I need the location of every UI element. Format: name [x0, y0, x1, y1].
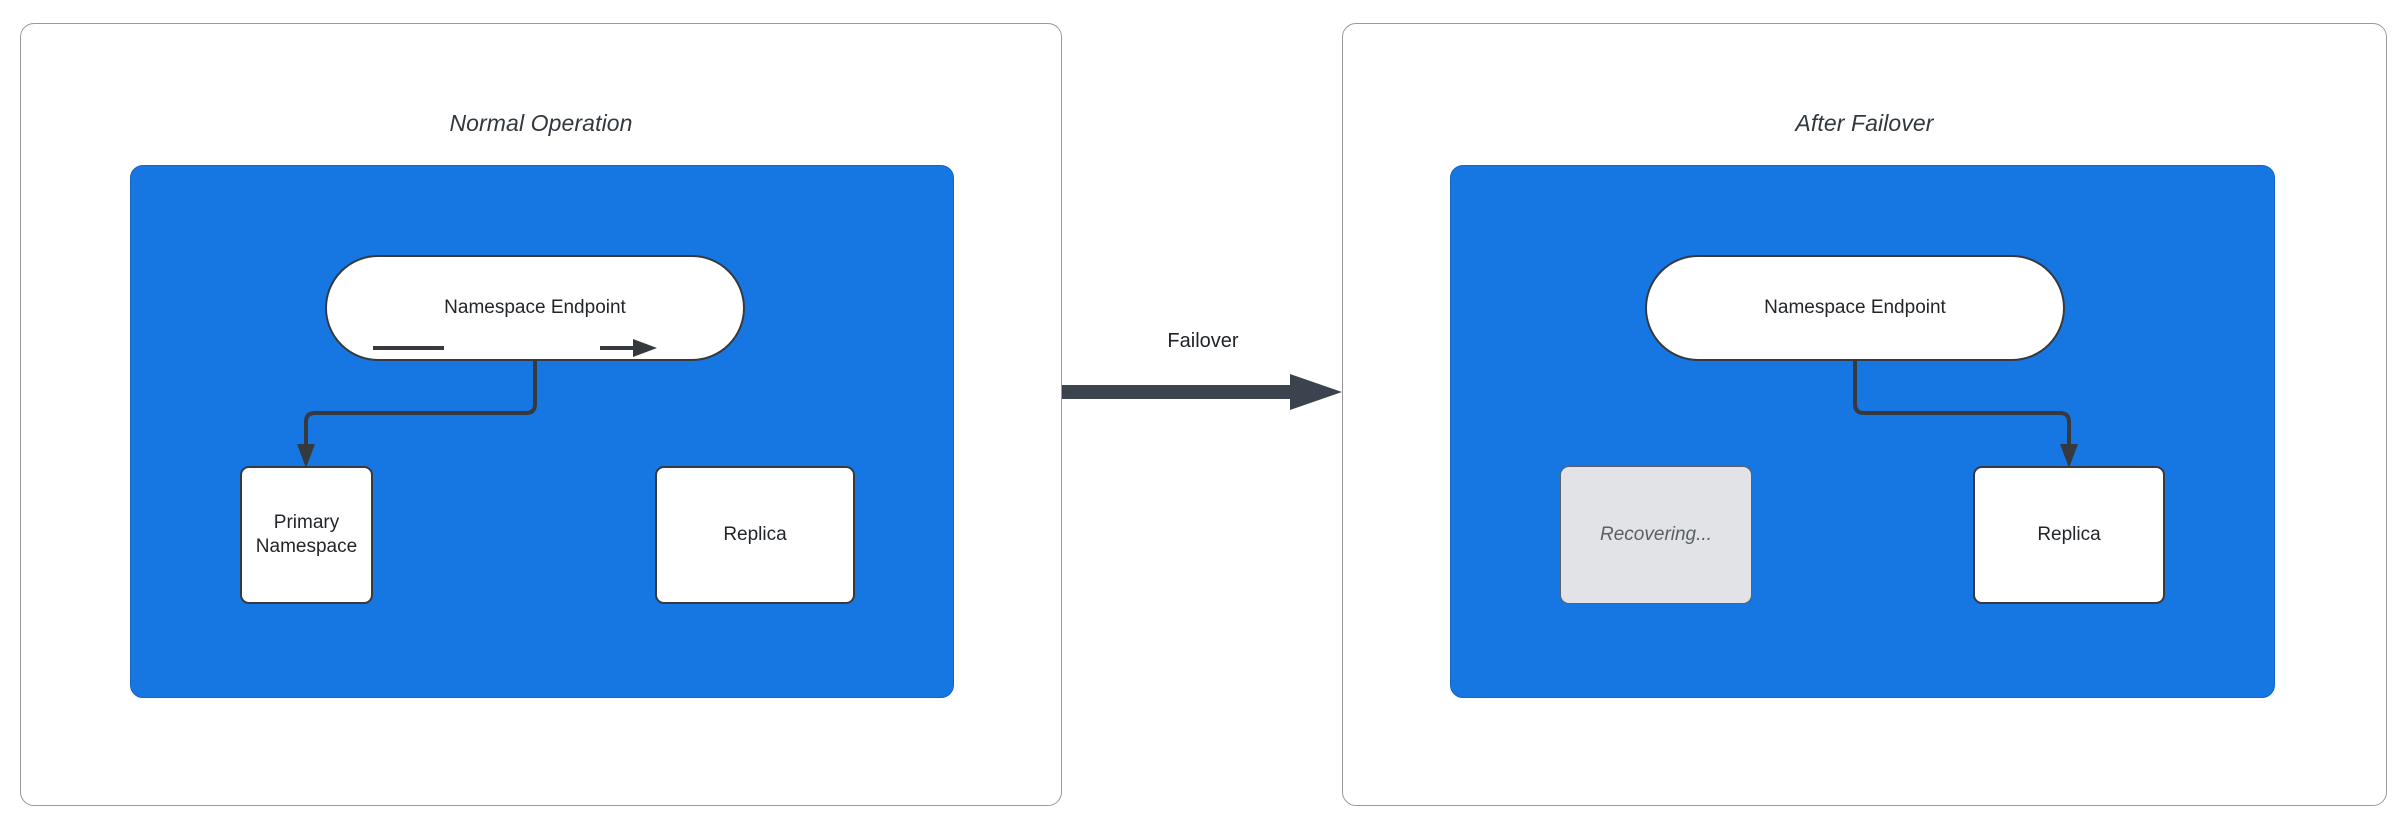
failover-arrow-icon	[1062, 374, 1342, 410]
node-recovering[interactable]: Recovering...	[1560, 466, 1752, 604]
node-replica-normal[interactable]: Replica	[655, 466, 855, 604]
node-namespace-endpoint-normal[interactable]: Namespace Endpoint	[325, 255, 745, 361]
failover-label: Failover	[1167, 330, 1239, 352]
node-primary-namespace[interactable]: Primary Namespace	[240, 466, 373, 604]
cloud-container-normal-operation	[130, 165, 954, 698]
panel-title-after-failover: After Failover	[1795, 110, 1934, 136]
cloud-container-after-failover	[1450, 165, 2275, 698]
panel-title-normal-operation: Normal Operation	[449, 110, 633, 136]
edge-label-data-replication: Data Replication	[447, 340, 574, 357]
node-replica-failover[interactable]: Replica	[1973, 466, 2165, 604]
failover-transition: Failover	[1062, 330, 1344, 440]
node-namespace-endpoint-failover[interactable]: Namespace Endpoint	[1645, 255, 2065, 361]
